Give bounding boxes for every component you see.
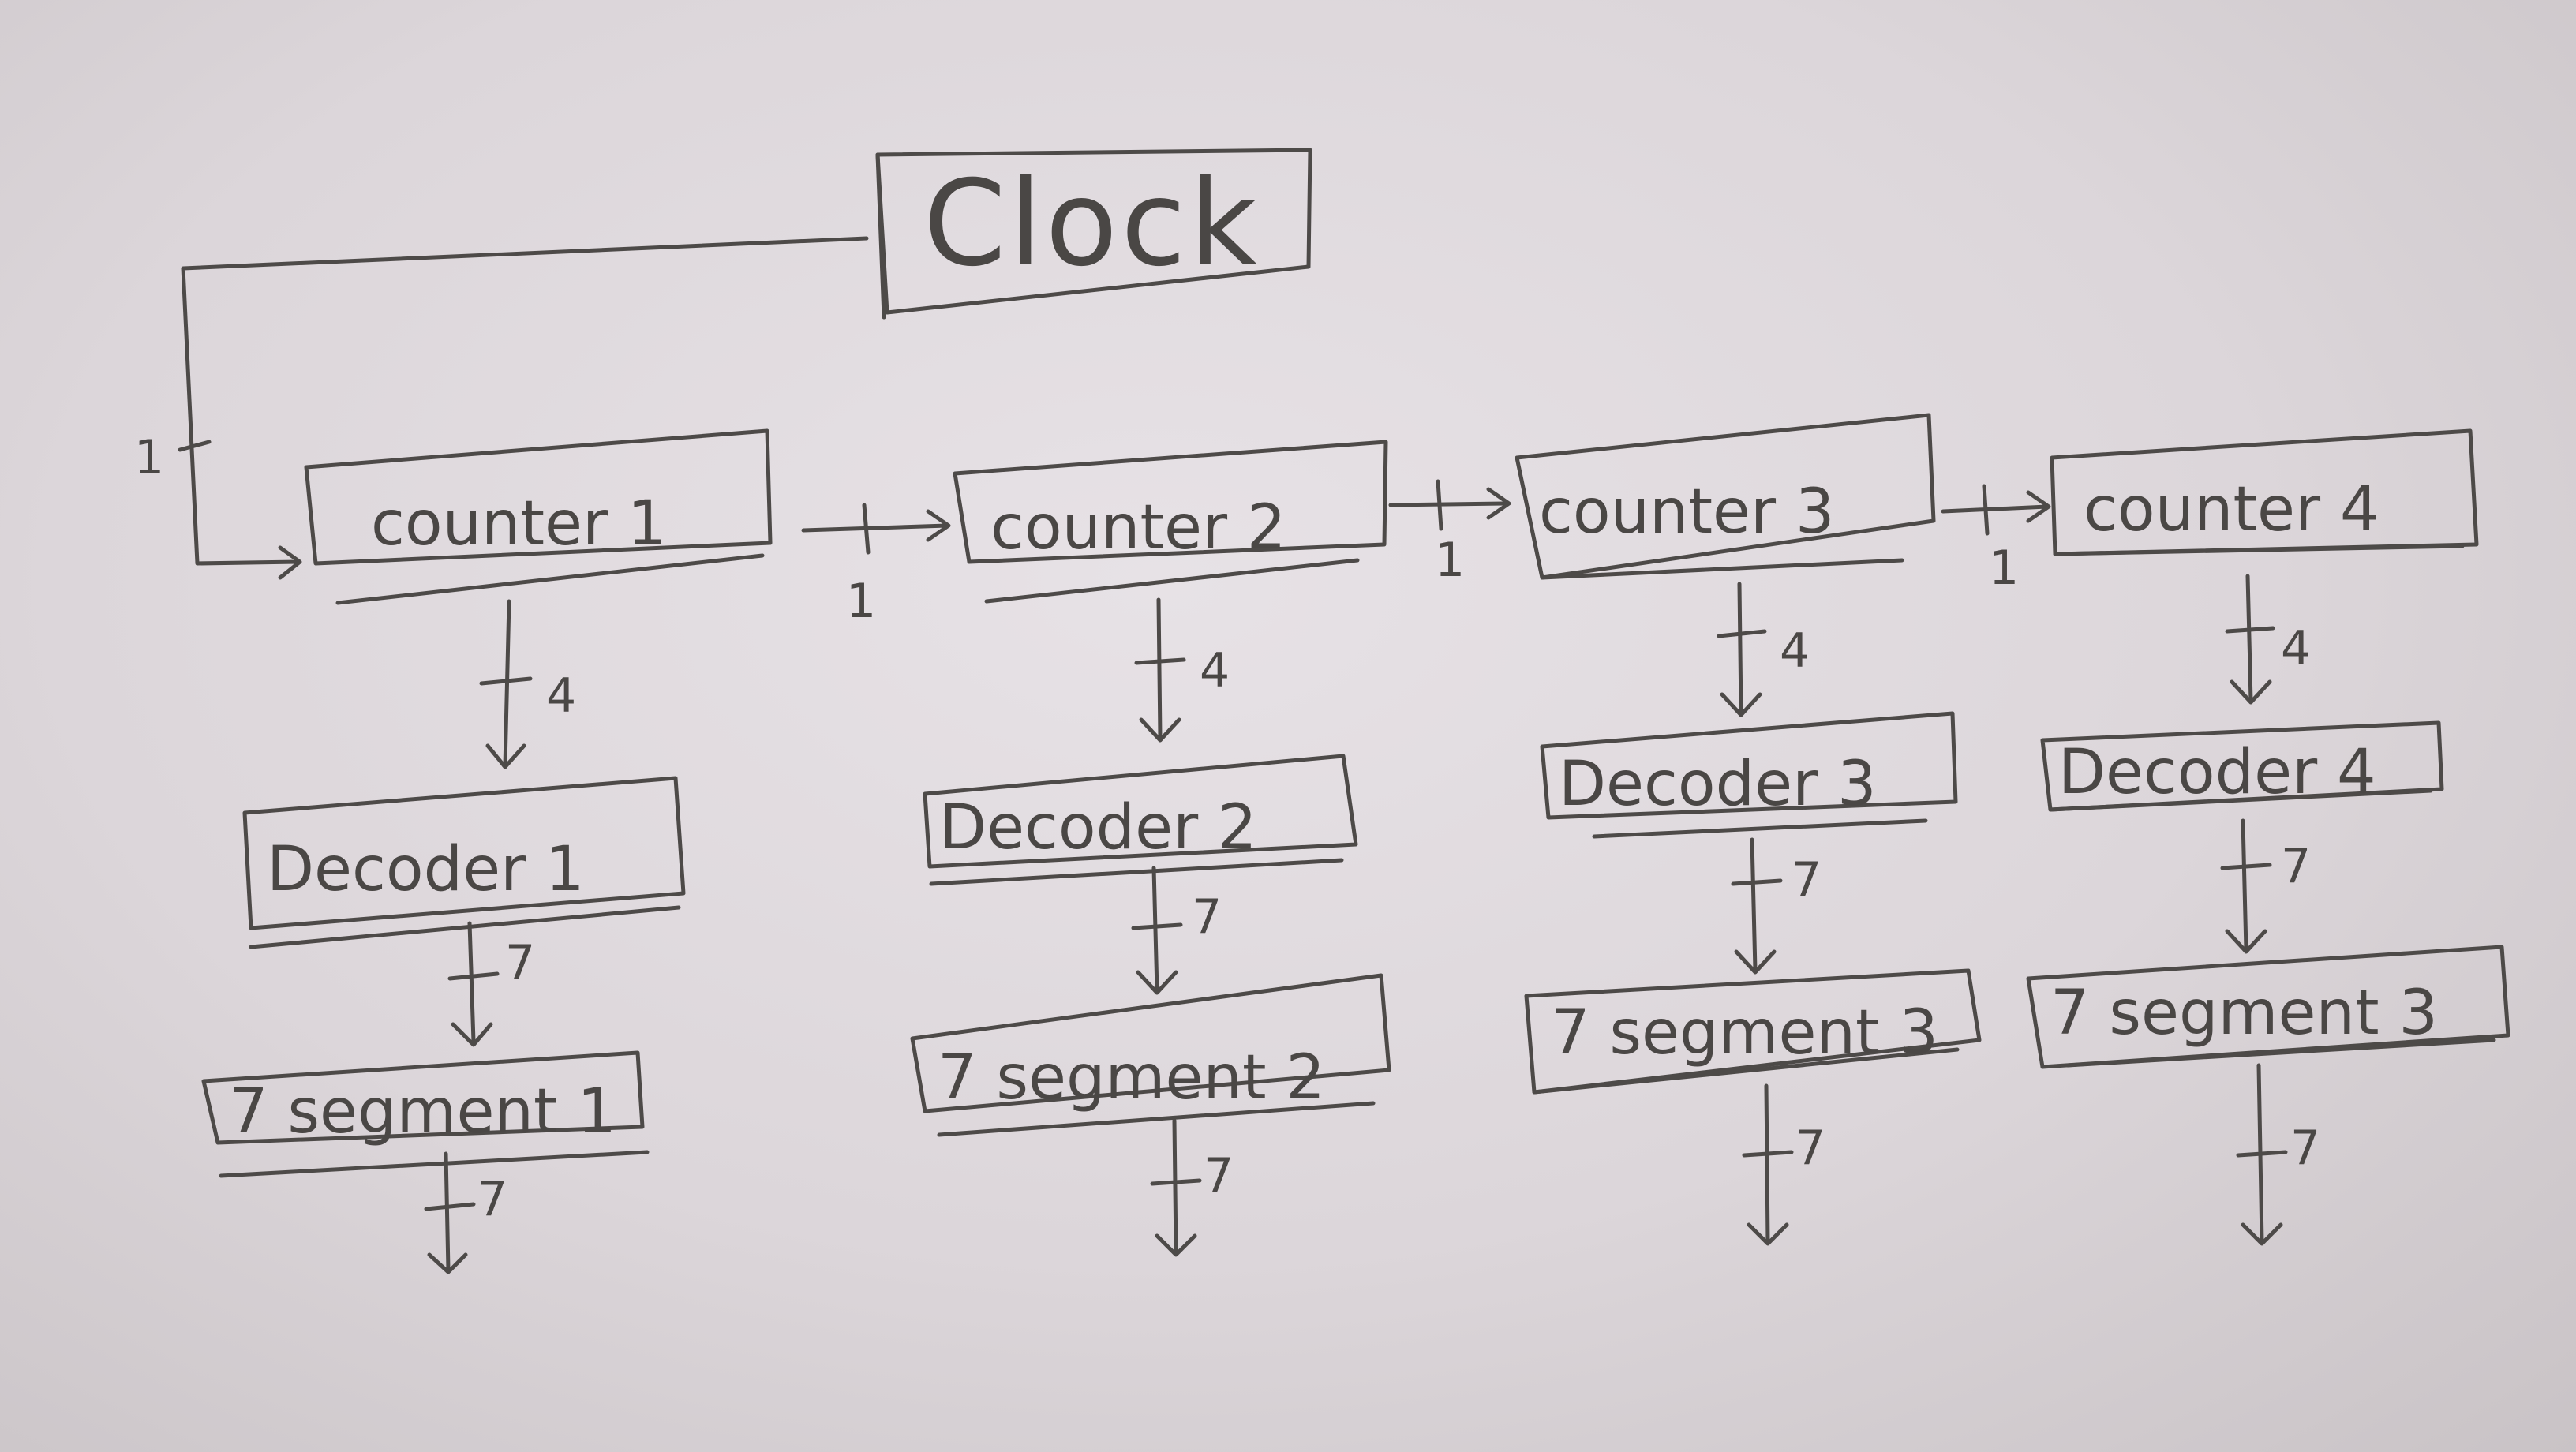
- column-3: counter 3 4 Decoder 3 7 7 segment 3: [1515, 413, 1982, 1246]
- counter-4-block: counter 4: [2050, 428, 2479, 556]
- counter-4-to-decoder-4-bus: 4: [2225, 574, 2311, 705]
- counter-3-bus-width: 4: [1780, 623, 1810, 679]
- counter-1-to-decoder-1-bus: 4: [479, 599, 576, 769]
- segment-4-output-width: 7: [2290, 1121, 2320, 1176]
- column-1: counter 1 4 Decoder 1 7 7 segment 1: [201, 428, 773, 1274]
- segment-1-label: 7 segment 1: [229, 1076, 616, 1147]
- decoder-4-block: Decoder 4: [2040, 720, 2444, 812]
- decoder-3-label: Decoder 3: [1559, 749, 1877, 820]
- counter-3-to-decoder-3-bus: 4: [1717, 582, 1810, 717]
- segment-1-output-bus: 7: [424, 1151, 507, 1274]
- segment-3-output-width: 7: [1795, 1121, 1825, 1176]
- carry-1-2-width: 1: [846, 574, 876, 629]
- decoder-3-block: Decoder 3: [1540, 711, 1958, 839]
- counter-4-label: counter 4: [2084, 474, 2379, 545]
- segment-3-output-bus: 7: [1742, 1083, 1825, 1246]
- segment-4-block: 7 segment 3: [2026, 945, 2510, 1069]
- decoder-2-block: Decoder 2: [923, 754, 1358, 886]
- segment-3-block: 7 segment 3: [1524, 968, 1982, 1095]
- decoder-4-label: Decoder 4: [2058, 737, 2376, 808]
- counter-3-label: counter 3: [1539, 477, 1835, 548]
- carry-wire-1-2: 1: [801, 503, 951, 629]
- column-4: counter 4 4 Decoder 4 7 7 segment 3: [2026, 428, 2510, 1246]
- decoder-2-bus-width: 7: [1192, 889, 1222, 945]
- segment-2-label: 7 segment 2: [938, 1042, 1325, 1113]
- carry-wire-3-4: 1: [1941, 484, 2051, 596]
- counter-1-label: counter 1: [371, 488, 667, 559]
- column-2: counter 2 4 Decoder 2 7 7 segment 2: [910, 440, 1391, 1257]
- decoder-1-bus-width: 7: [505, 935, 535, 990]
- segment-4-output-bus: 7: [2236, 1063, 2320, 1246]
- decoder-4-bus-width: 7: [2281, 839, 2311, 894]
- decoder-3-bus-width: 7: [1792, 852, 1822, 908]
- segment-2-output-width: 7: [1204, 1148, 1234, 1203]
- decoder-3-to-segment-3-bus: 7: [1731, 837, 1822, 975]
- clock-feed-wire: 1: [134, 236, 869, 580]
- counter-2-block: counter 2: [953, 440, 1388, 604]
- clock-label: Clock: [923, 155, 1261, 293]
- counter-1-block: counter 1: [304, 428, 773, 605]
- decoder-4-to-segment-4-bus: 7: [2220, 818, 2311, 954]
- segment-4-label: 7 segment 3: [2050, 978, 2438, 1049]
- counter-2-bus-width: 4: [1200, 643, 1230, 698]
- counter-2-to-decoder-2-bus: 4: [1134, 597, 1230, 743]
- counter-1-bus-width: 4: [546, 668, 576, 724]
- clock-bus-width: 1: [134, 430, 164, 485]
- decoder-2-to-segment-2-bus: 7: [1131, 866, 1222, 995]
- carry-2-3-width: 1: [1435, 533, 1465, 588]
- counter-4-bus-width: 4: [2281, 621, 2311, 676]
- carry-wire-2-3: 1: [1388, 479, 1511, 588]
- segment-2-block: 7 segment 2: [910, 973, 1391, 1137]
- decoder-1-block: Decoder 1: [242, 776, 686, 949]
- carry-3-4-width: 1: [1989, 541, 2019, 596]
- decoder-1-label: Decoder 1: [267, 834, 585, 905]
- segment-2-output-bus: 7: [1150, 1118, 1234, 1257]
- segment-1-output-width: 7: [477, 1172, 507, 1227]
- segment-1-block: 7 segment 1: [201, 1050, 650, 1178]
- segment-3-label: 7 segment 3: [1551, 997, 1938, 1068]
- counter-2-label: counter 2: [990, 492, 1286, 563]
- clock-block: Clock: [875, 148, 1312, 320]
- counter-3-block: counter 3: [1515, 413, 1936, 580]
- decoder-2-label: Decoder 2: [939, 792, 1257, 863]
- decoder-1-to-segment-1-bus: 7: [447, 921, 535, 1047]
